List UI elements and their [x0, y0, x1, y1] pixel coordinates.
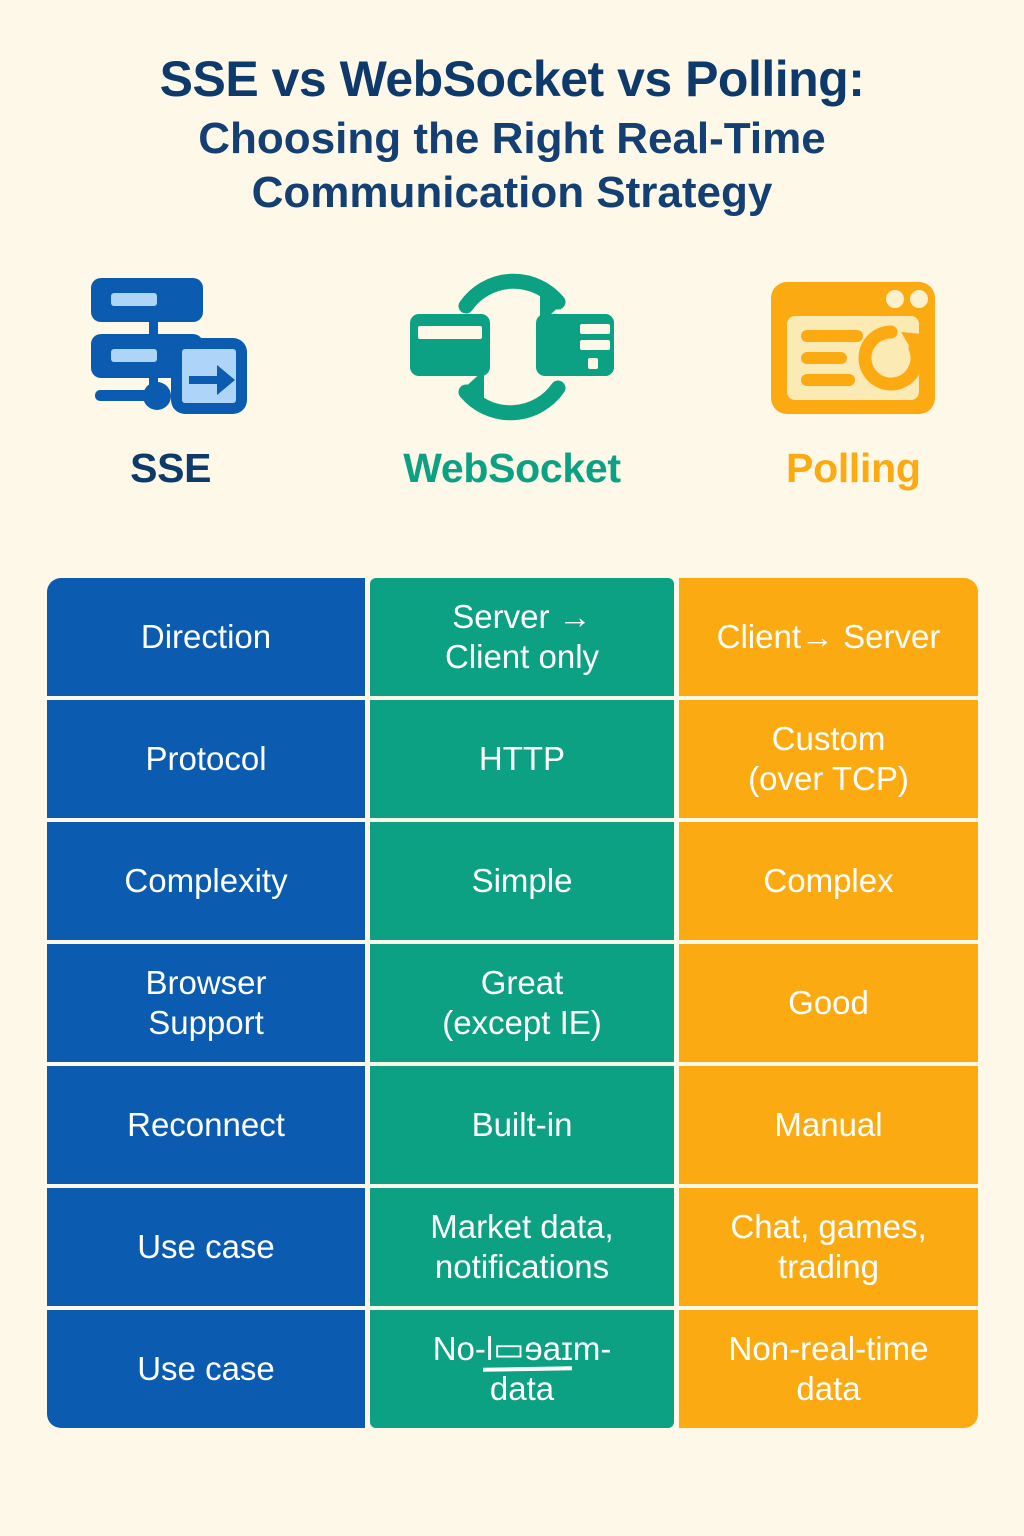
column-label-sse: SSE [130, 445, 212, 492]
column-header-sse: SSE [0, 267, 341, 492]
page-title: SSE vs WebSocket vs Polling: [159, 51, 865, 107]
cell-websocket: HTTP [370, 700, 674, 818]
page-subtitle-line-1: Choosing the Right Real-Time [198, 114, 826, 163]
cell-polling: Client→ Server [679, 578, 978, 696]
cell-polling: Custom(over TCP) [679, 700, 978, 818]
cell-polling: Manual [679, 1066, 978, 1184]
cell-websocket: Great(except IE) [370, 944, 674, 1062]
column-header-polling: Polling [683, 267, 1024, 492]
page-subtitle: Choosing the Right Real-Time Communicati… [60, 112, 964, 219]
browser-refresh-icon [767, 267, 939, 427]
cell-websocket: Simple [370, 822, 674, 940]
cell-row-label: Complexity [47, 822, 365, 940]
column-label-polling: Polling [786, 445, 921, 492]
page-header: SSE vs WebSocket vs Polling: Choosing th… [0, 0, 1024, 219]
cell-row-label: Use case [47, 1310, 365, 1428]
cell-row-label: Use case [47, 1188, 365, 1306]
cell-websocket: Server →Client only [370, 578, 674, 696]
cell-row-label: Reconnect [47, 1066, 365, 1184]
cell-row-label: Protocol [47, 700, 365, 818]
server-stream-arrow-icon [85, 267, 257, 427]
cell-polling: Chat, games,trading [679, 1188, 978, 1306]
cell-websocket: Built-in [370, 1066, 674, 1184]
bidirectional-sync-icon [408, 267, 616, 427]
column-headers: SSE WebSocket [0, 267, 1024, 492]
cell-polling: Good [679, 944, 978, 1062]
cell-websocket: No-l▭ɘaɪm-data [370, 1310, 674, 1428]
cell-websocket: Market data,notifications [370, 1188, 674, 1306]
column-label-websocket: WebSocket [403, 445, 621, 492]
cell-polling: Complex [679, 822, 978, 940]
strike-overlay [482, 1366, 573, 1373]
column-header-websocket: WebSocket [341, 267, 682, 492]
cell-row-label: Direction [47, 578, 365, 696]
page-subtitle-line-2: Communication Strategy [251, 167, 773, 217]
